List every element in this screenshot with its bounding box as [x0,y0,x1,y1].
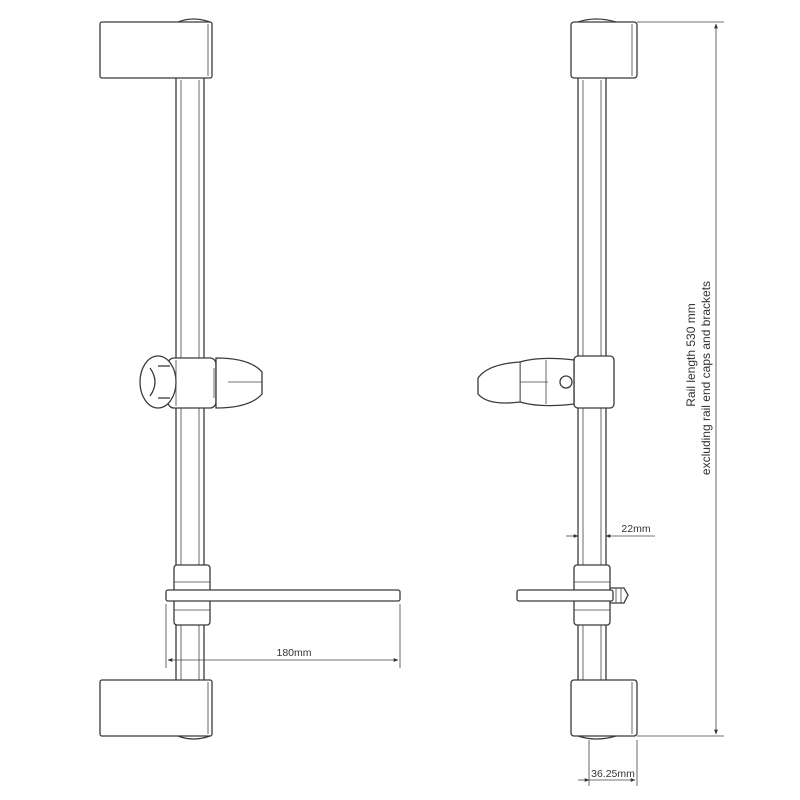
front-top-bracket [99,18,213,79]
rail-length-label: Rail length 530 mm [684,303,698,406]
dimension-rail-length: Rail length 530 mm excluding rail end ca… [637,21,724,737]
rail-diameter-label: 22mm [621,523,650,535]
bracket-depth-label: 36.25mm [591,768,635,780]
side-view: 22mm 36.25mm Rail length 530 mm excludin… [477,18,724,786]
front-soap-bar [165,564,401,626]
side-bottom-cap [570,679,638,740]
dimension-bar-width: 180mm [165,604,401,668]
front-view: 180mm [99,18,401,740]
dimension-rail-diameter: 22mm [566,523,655,545]
front-bottom-bracket [99,679,213,740]
side-soap-collar [516,564,629,626]
dimension-bracket-depth: 36.25mm [578,740,638,786]
bar-width-label: 180mm [276,647,311,659]
front-shower-holder [139,355,263,409]
rail-length-note: excluding rail end caps and brackets [699,281,713,475]
side-shower-holder [477,355,615,409]
side-top-cap [570,18,638,79]
